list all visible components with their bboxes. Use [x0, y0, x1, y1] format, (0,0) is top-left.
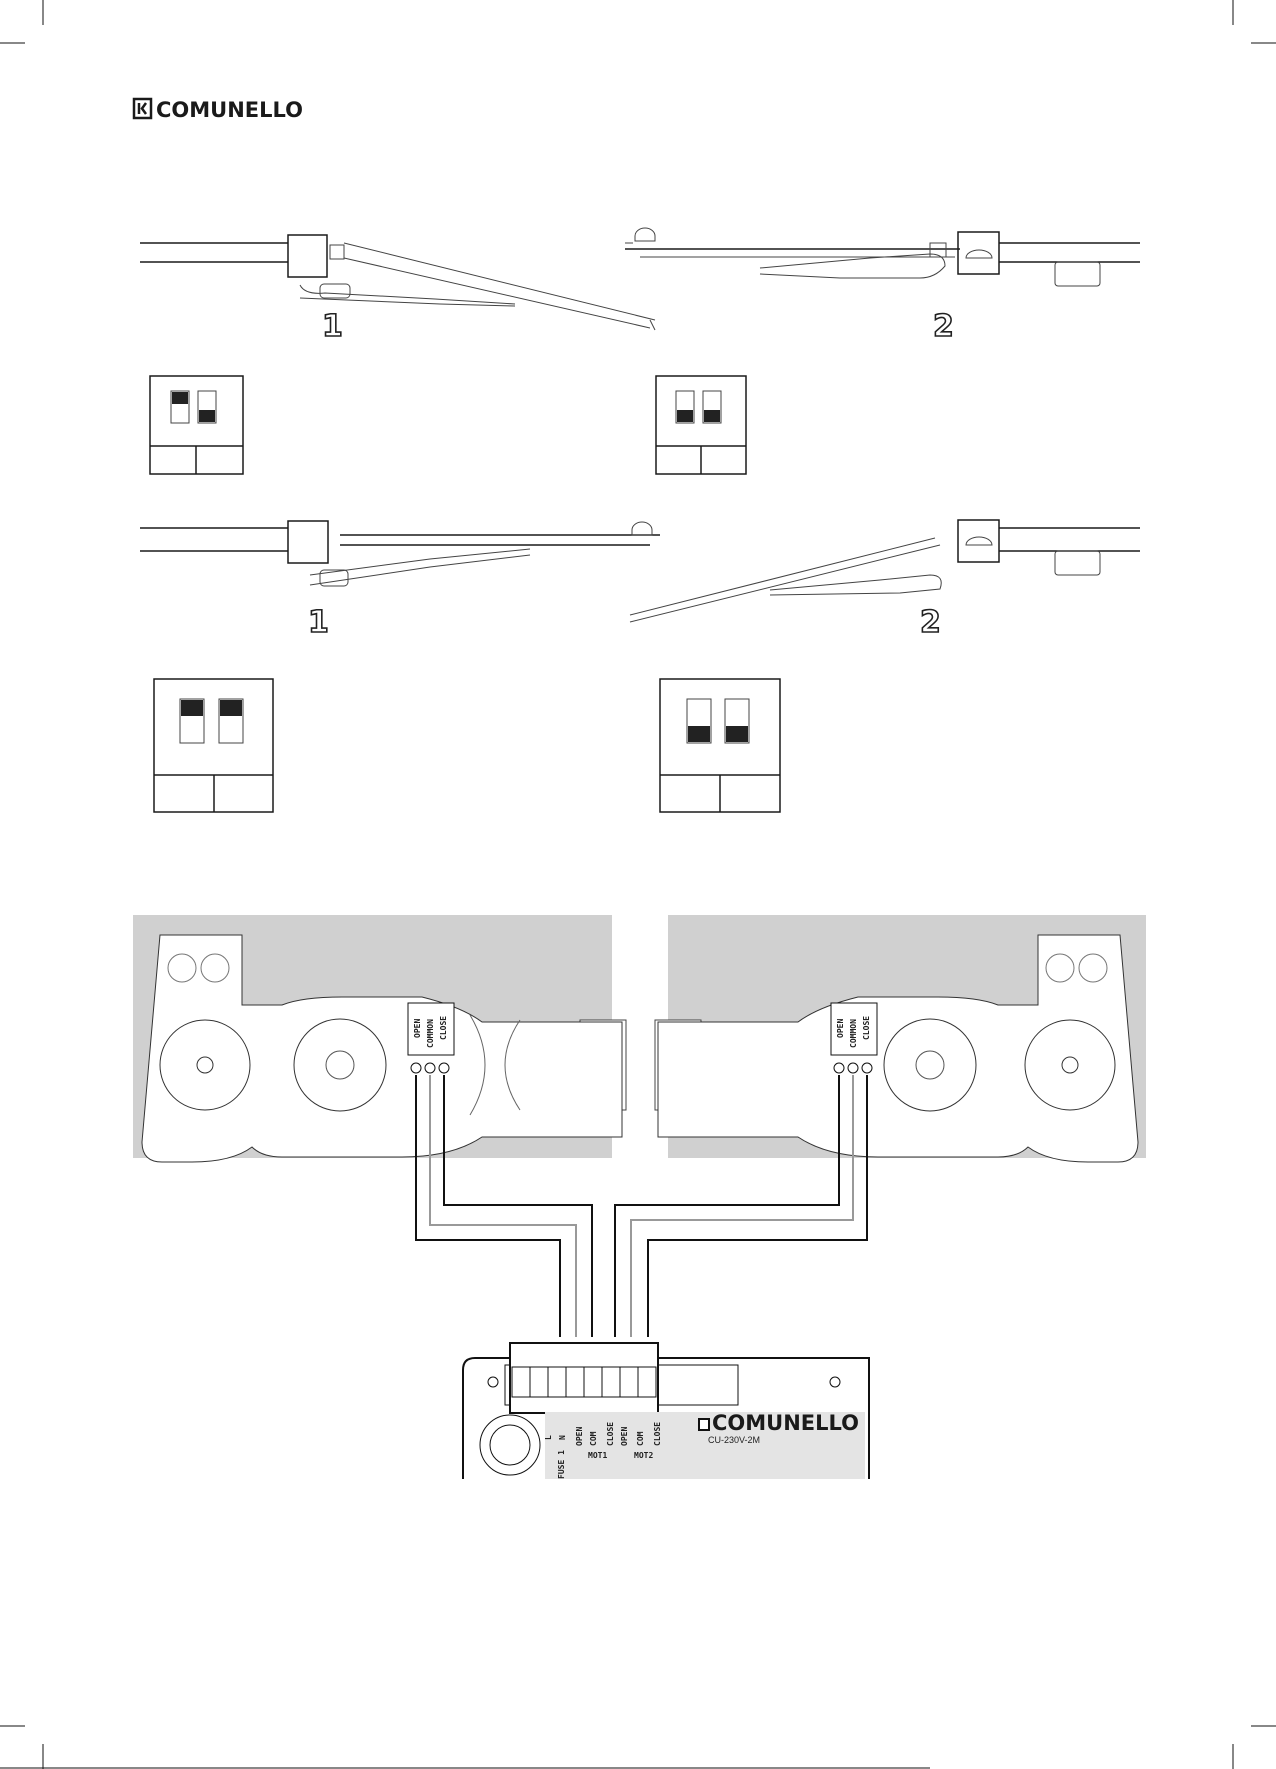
- dip-switch-panel-row2-motor1: [153, 678, 274, 813]
- terminal-mot1-open: OPEN: [575, 1427, 584, 1446]
- gate-diagram-row2-left: 1: [140, 520, 660, 641]
- motor-2-wiring-panel: OPEN COMMON CLOSE: [654, 915, 1146, 1163]
- logo-text: COMUNELLO: [156, 98, 303, 122]
- control-unit-model: CU-230V-2M: [708, 1435, 760, 1445]
- terminal-block: [511, 1366, 657, 1398]
- motor-terminal-common: COMMON: [426, 1019, 435, 1048]
- terminal-mot2-close: CLOSE: [653, 1422, 662, 1446]
- terminal-mot2-open: OPEN: [620, 1427, 629, 1446]
- terminal-mot1-com: COM: [589, 1431, 598, 1446]
- mot2-group-label: MOT2: [634, 1451, 653, 1460]
- motor-terminal-common: COMMON: [849, 1019, 858, 1048]
- gate-diagram-row1-left: 1: [140, 234, 656, 345]
- motor-terminal-open: OPEN: [413, 1019, 422, 1038]
- control-unit-brand: COMUNELLO: [712, 1411, 859, 1435]
- motor-terminal-open: OPEN: [836, 1019, 845, 1038]
- motor-2-label: 2: [920, 605, 941, 640]
- terminal-l: L: [544, 1435, 553, 1440]
- comunello-logo: COMUNELLO: [132, 97, 303, 122]
- dip-switch-panel-row1-motor1: [149, 375, 244, 475]
- dip-switch-panel-row1-motor2: [655, 375, 747, 475]
- motor-terminal-close: CLOSE: [439, 1016, 448, 1040]
- fuse-label: FUSE 1: [557, 1450, 566, 1479]
- gate-diagram-row1-right: 2: [625, 227, 1140, 345]
- motor-1-wiring-panel: OPEN COMMON CLOSE: [133, 915, 627, 1163]
- motor-1-label: 1: [322, 309, 343, 344]
- terminal-mot1-close: CLOSE: [606, 1422, 615, 1446]
- dip-switch-panel-row2-motor2: [659, 678, 781, 813]
- terminal-n: N: [558, 1435, 567, 1440]
- gate-diagram-row2-right: 2: [629, 519, 1140, 641]
- terminal-mot2-com: COM: [636, 1431, 645, 1446]
- control-unit: L N OPEN COM CLOSE OPEN COM CLOSE MOT1 M…: [462, 1342, 870, 1479]
- wiring-cables: [415, 1075, 868, 1337]
- motor-terminal-close: CLOSE: [862, 1016, 871, 1040]
- motor-2-label: 2: [933, 309, 954, 344]
- mot1-group-label: MOT1: [588, 1451, 607, 1460]
- motor-1-label: 1: [308, 605, 329, 640]
